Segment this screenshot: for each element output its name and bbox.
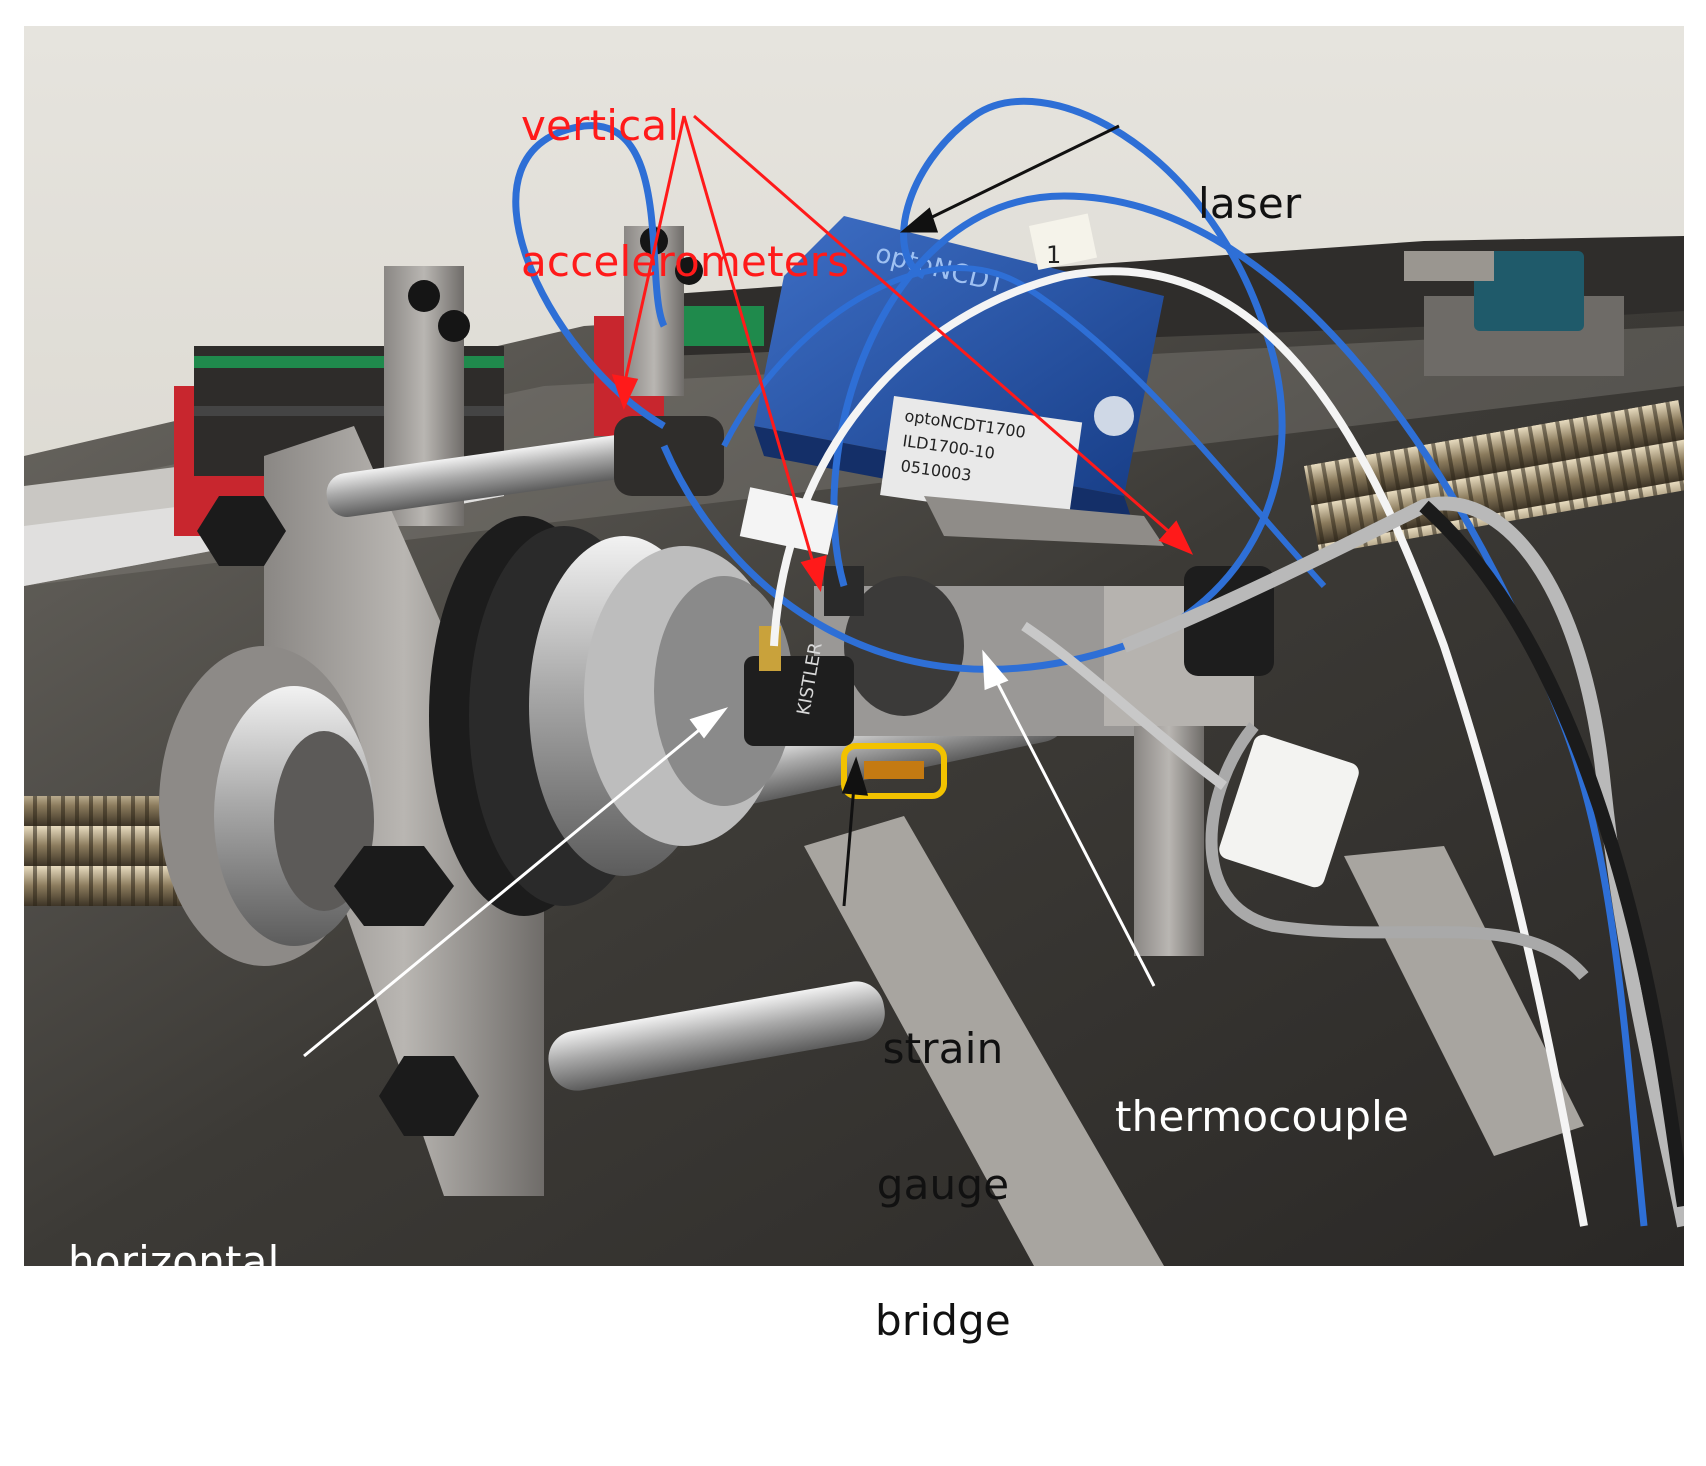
label-horizontal-accelerometers: horizontal accelerometers: [68, 1148, 396, 1466]
label-laser: laser: [1198, 90, 1301, 271]
label-thermocouple: thermocouple: [1115, 1003, 1409, 1184]
label-vertical-line2: accelerometers: [521, 236, 850, 286]
label-horizontal-line2: accelerometers: [68, 1372, 397, 1422]
label-vertical-line1: vertical: [521, 100, 680, 150]
label-horizontal-line1: horizontal: [68, 1236, 280, 1286]
label-thermocouple-text: thermocouple: [1115, 1091, 1410, 1141]
thermocouple-arrow: [982, 649, 1156, 987]
label-strain-line2: gauge: [876, 1159, 1010, 1209]
horizontal-accelerometer-arrow: [303, 707, 729, 1058]
test-rig-photo: KISTLER optoNCDT optoNCDT1700 ILD1700-10…: [24, 26, 1684, 1266]
label-laser-text: laser: [1198, 178, 1302, 228]
vertical-accelerometer-arrows: [611, 114, 1194, 592]
label-strain-line3: bridge: [875, 1295, 1011, 1345]
label-strain-gauge-bridge: strain gauge bridge: [875, 935, 1011, 1389]
laser-arrow: [899, 124, 1120, 233]
sticker-text: 1: [1046, 241, 1061, 269]
strain-gauge-arrow: [841, 756, 869, 907]
label-strain-line1: strain: [882, 1023, 1004, 1073]
label-vertical-accelerometers: vertical accelerometers: [521, 12, 849, 330]
